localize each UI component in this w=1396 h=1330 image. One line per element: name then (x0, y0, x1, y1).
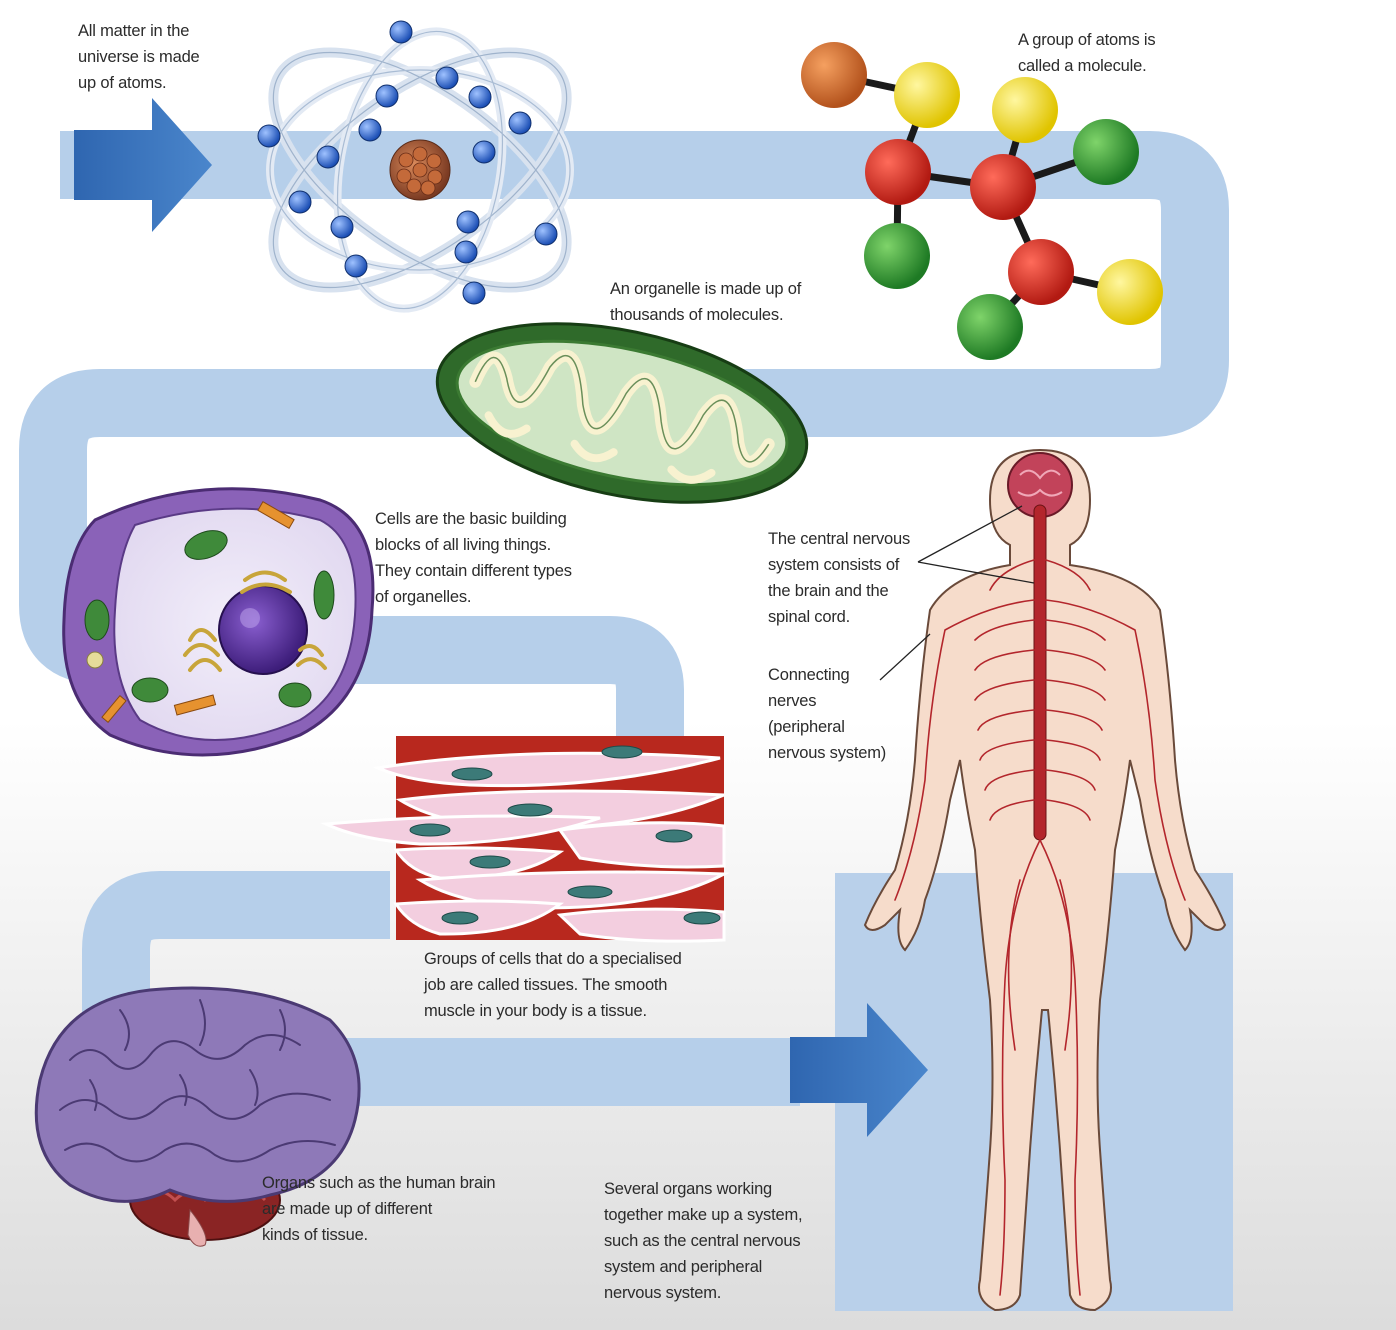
system-line: such as the central nervous (604, 1232, 801, 1250)
nervous-system-figure (863, 448, 1227, 1312)
pns-line: (peripheral (768, 718, 845, 736)
pathway (19, 131, 1229, 1106)
pns-line: Connecting (768, 666, 850, 684)
atoms-line: All matter in the (78, 22, 190, 40)
organelle-label: An organelle is made up of thousands of … (610, 276, 801, 328)
cells-label: Cells are the basic building blocks of a… (375, 506, 572, 610)
pns-label: Connecting nerves (peripheral nervous sy… (768, 662, 886, 766)
molecule-line: A group of atoms is (1018, 31, 1156, 49)
brain-icon (34, 986, 361, 1247)
organelle-line: thousands of molecules. (610, 306, 784, 324)
tissues-line: Groups of cells that do a specialised (424, 950, 682, 968)
pns-line: nervous system) (768, 744, 887, 762)
tissues-label: Groups of cells that do a specialised jo… (424, 946, 682, 1024)
cns-line: the brain and the (768, 582, 889, 600)
cns-label: The central nervous system consists of t… (768, 526, 910, 630)
atom-icon (266, 27, 574, 313)
cns-line: spinal cord. (768, 608, 850, 626)
atoms-line: up of atoms. (78, 74, 167, 92)
molecule-line: called a molecule. (1018, 57, 1147, 75)
start-arrow (74, 98, 212, 232)
cells-line: They contain different types (375, 562, 572, 580)
pointer-lines (879, 505, 1035, 681)
organs-line: kinds of tissue. (262, 1226, 368, 1244)
cells-line: Cells are the basic building (375, 510, 567, 528)
tissues-line: job are called tissues. The smooth (424, 976, 668, 994)
electrons (257, 20, 558, 305)
cns-line: system consists of (768, 556, 900, 574)
system-arrow (790, 1003, 928, 1137)
cells-line: of organelles. (375, 588, 472, 606)
system-line: Several organs working (604, 1180, 773, 1198)
atoms-label: All matter in the universe is made up of… (78, 18, 200, 96)
organelle-line: An organelle is made up of (610, 280, 802, 298)
organs-label: Organs such as the human brain are made … (262, 1170, 496, 1248)
mitochondrion-icon (435, 322, 809, 504)
cell-icon (62, 487, 375, 757)
system-line: nervous system. (604, 1284, 722, 1302)
atoms-line: universe is made (78, 48, 200, 66)
system-label: Several organs working together make up … (604, 1176, 803, 1306)
pathway-connector (616, 690, 684, 740)
system-line: together make up a system, (604, 1206, 803, 1224)
muscle-tissue-icon (320, 736, 730, 943)
organs-line: are made up of different (262, 1200, 433, 1218)
molecule-label: A group of atoms is called a molecule. (1018, 27, 1156, 79)
pns-line: nerves (768, 692, 817, 710)
tissues-line: muscle in your body is a tissue. (424, 1002, 647, 1020)
system-line: system and peripheral (604, 1258, 763, 1276)
cns-line: The central nervous (768, 530, 911, 548)
organs-line: Organs such as the human brain (262, 1174, 496, 1192)
molecule-icon (801, 42, 1163, 360)
cells-line: blocks of all living things. (375, 536, 551, 554)
